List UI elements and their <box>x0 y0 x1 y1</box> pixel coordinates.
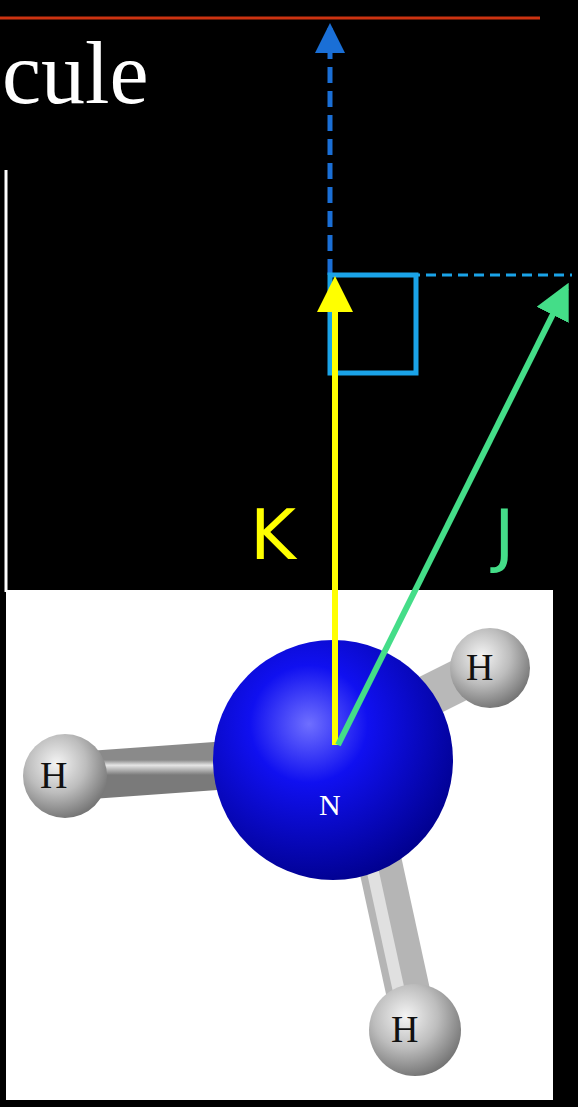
panel-edge <box>5 170 8 592</box>
k-vector <box>332 282 338 745</box>
vector-label: K <box>250 500 296 570</box>
atom-label: H <box>466 648 493 686</box>
title-rule <box>0 17 540 20</box>
j-vector <box>338 288 566 745</box>
axis-arrow <box>328 28 333 275</box>
image-panel <box>6 590 553 1100</box>
right-angle-mark <box>330 275 416 373</box>
hydrogen-atom <box>369 984 461 1076</box>
atom-label: H <box>391 1010 418 1048</box>
atom-label: H <box>40 756 67 794</box>
title-text: cule <box>2 30 149 118</box>
hydrogen-atom <box>450 628 530 708</box>
atom-label: N <box>319 790 341 820</box>
vector-label: J <box>494 500 515 570</box>
hydrogen-atom <box>23 734 107 818</box>
